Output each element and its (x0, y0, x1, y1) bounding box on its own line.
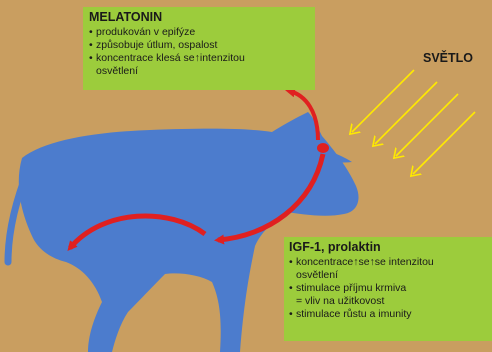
list-item: stimulace příjmu krmiva = vliv na užitko… (289, 282, 486, 308)
light-label: SVĚTLO (423, 51, 473, 65)
light-ray (396, 94, 458, 156)
list-item: stimulace růstu a imunity (289, 308, 486, 321)
light-ray (413, 112, 475, 174)
igf-box: IGF-1, prolaktin koncentrace↑se↑se inten… (284, 237, 492, 341)
pineal-gland-marker (317, 143, 329, 153)
melatonin-title: MELATONIN (89, 10, 309, 25)
list-item: způsobuje útlum, ospalost (89, 39, 309, 52)
melatonin-box: MELATONIN produkován v epifýze způsobuje… (83, 7, 315, 90)
melatonin-list: produkován v epifýze způsobuje útlum, os… (89, 26, 309, 78)
light-ray (352, 70, 414, 132)
list-item: koncentrace↑se↑se intenzitou osvětlení (289, 256, 486, 282)
list-item: produkován v epifýze (89, 26, 309, 39)
light-ray (375, 82, 437, 144)
igf-list: koncentrace↑se↑se intenzitou osvětlení s… (289, 256, 486, 321)
igf-title: IGF-1, prolaktin (289, 240, 486, 255)
list-item: koncentrace klesá se↑intenzitou osvětlen… (89, 52, 309, 78)
